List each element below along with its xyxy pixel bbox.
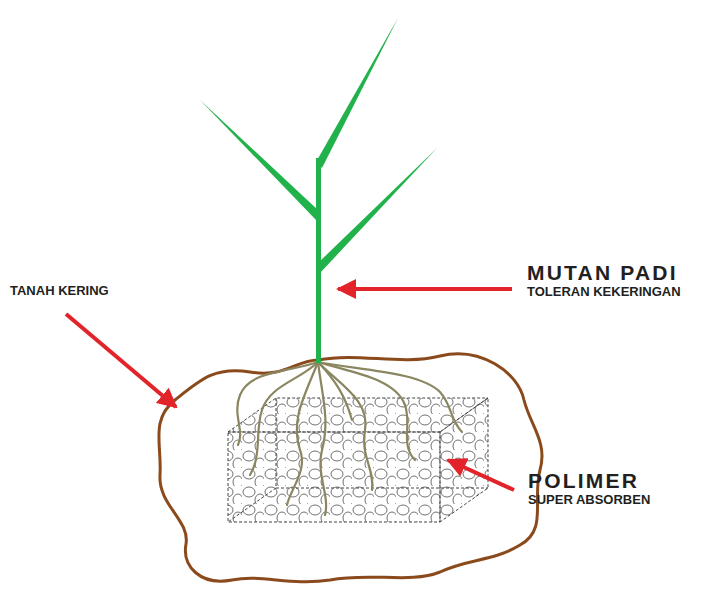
soil-label: TANAH KERING (10, 284, 109, 297)
roots (237, 362, 462, 515)
rice-plant (200, 18, 437, 363)
polymer-sublabel: SUPER ABSORBEN (528, 493, 650, 506)
polymer-label: POLIMER (528, 470, 639, 491)
soil-outline (159, 354, 542, 582)
plant-sublabel: TOLERAN KEKERINGAN (527, 285, 681, 298)
leader-arrows (66, 289, 514, 490)
plant-label: MUTAN PADI (527, 262, 678, 283)
